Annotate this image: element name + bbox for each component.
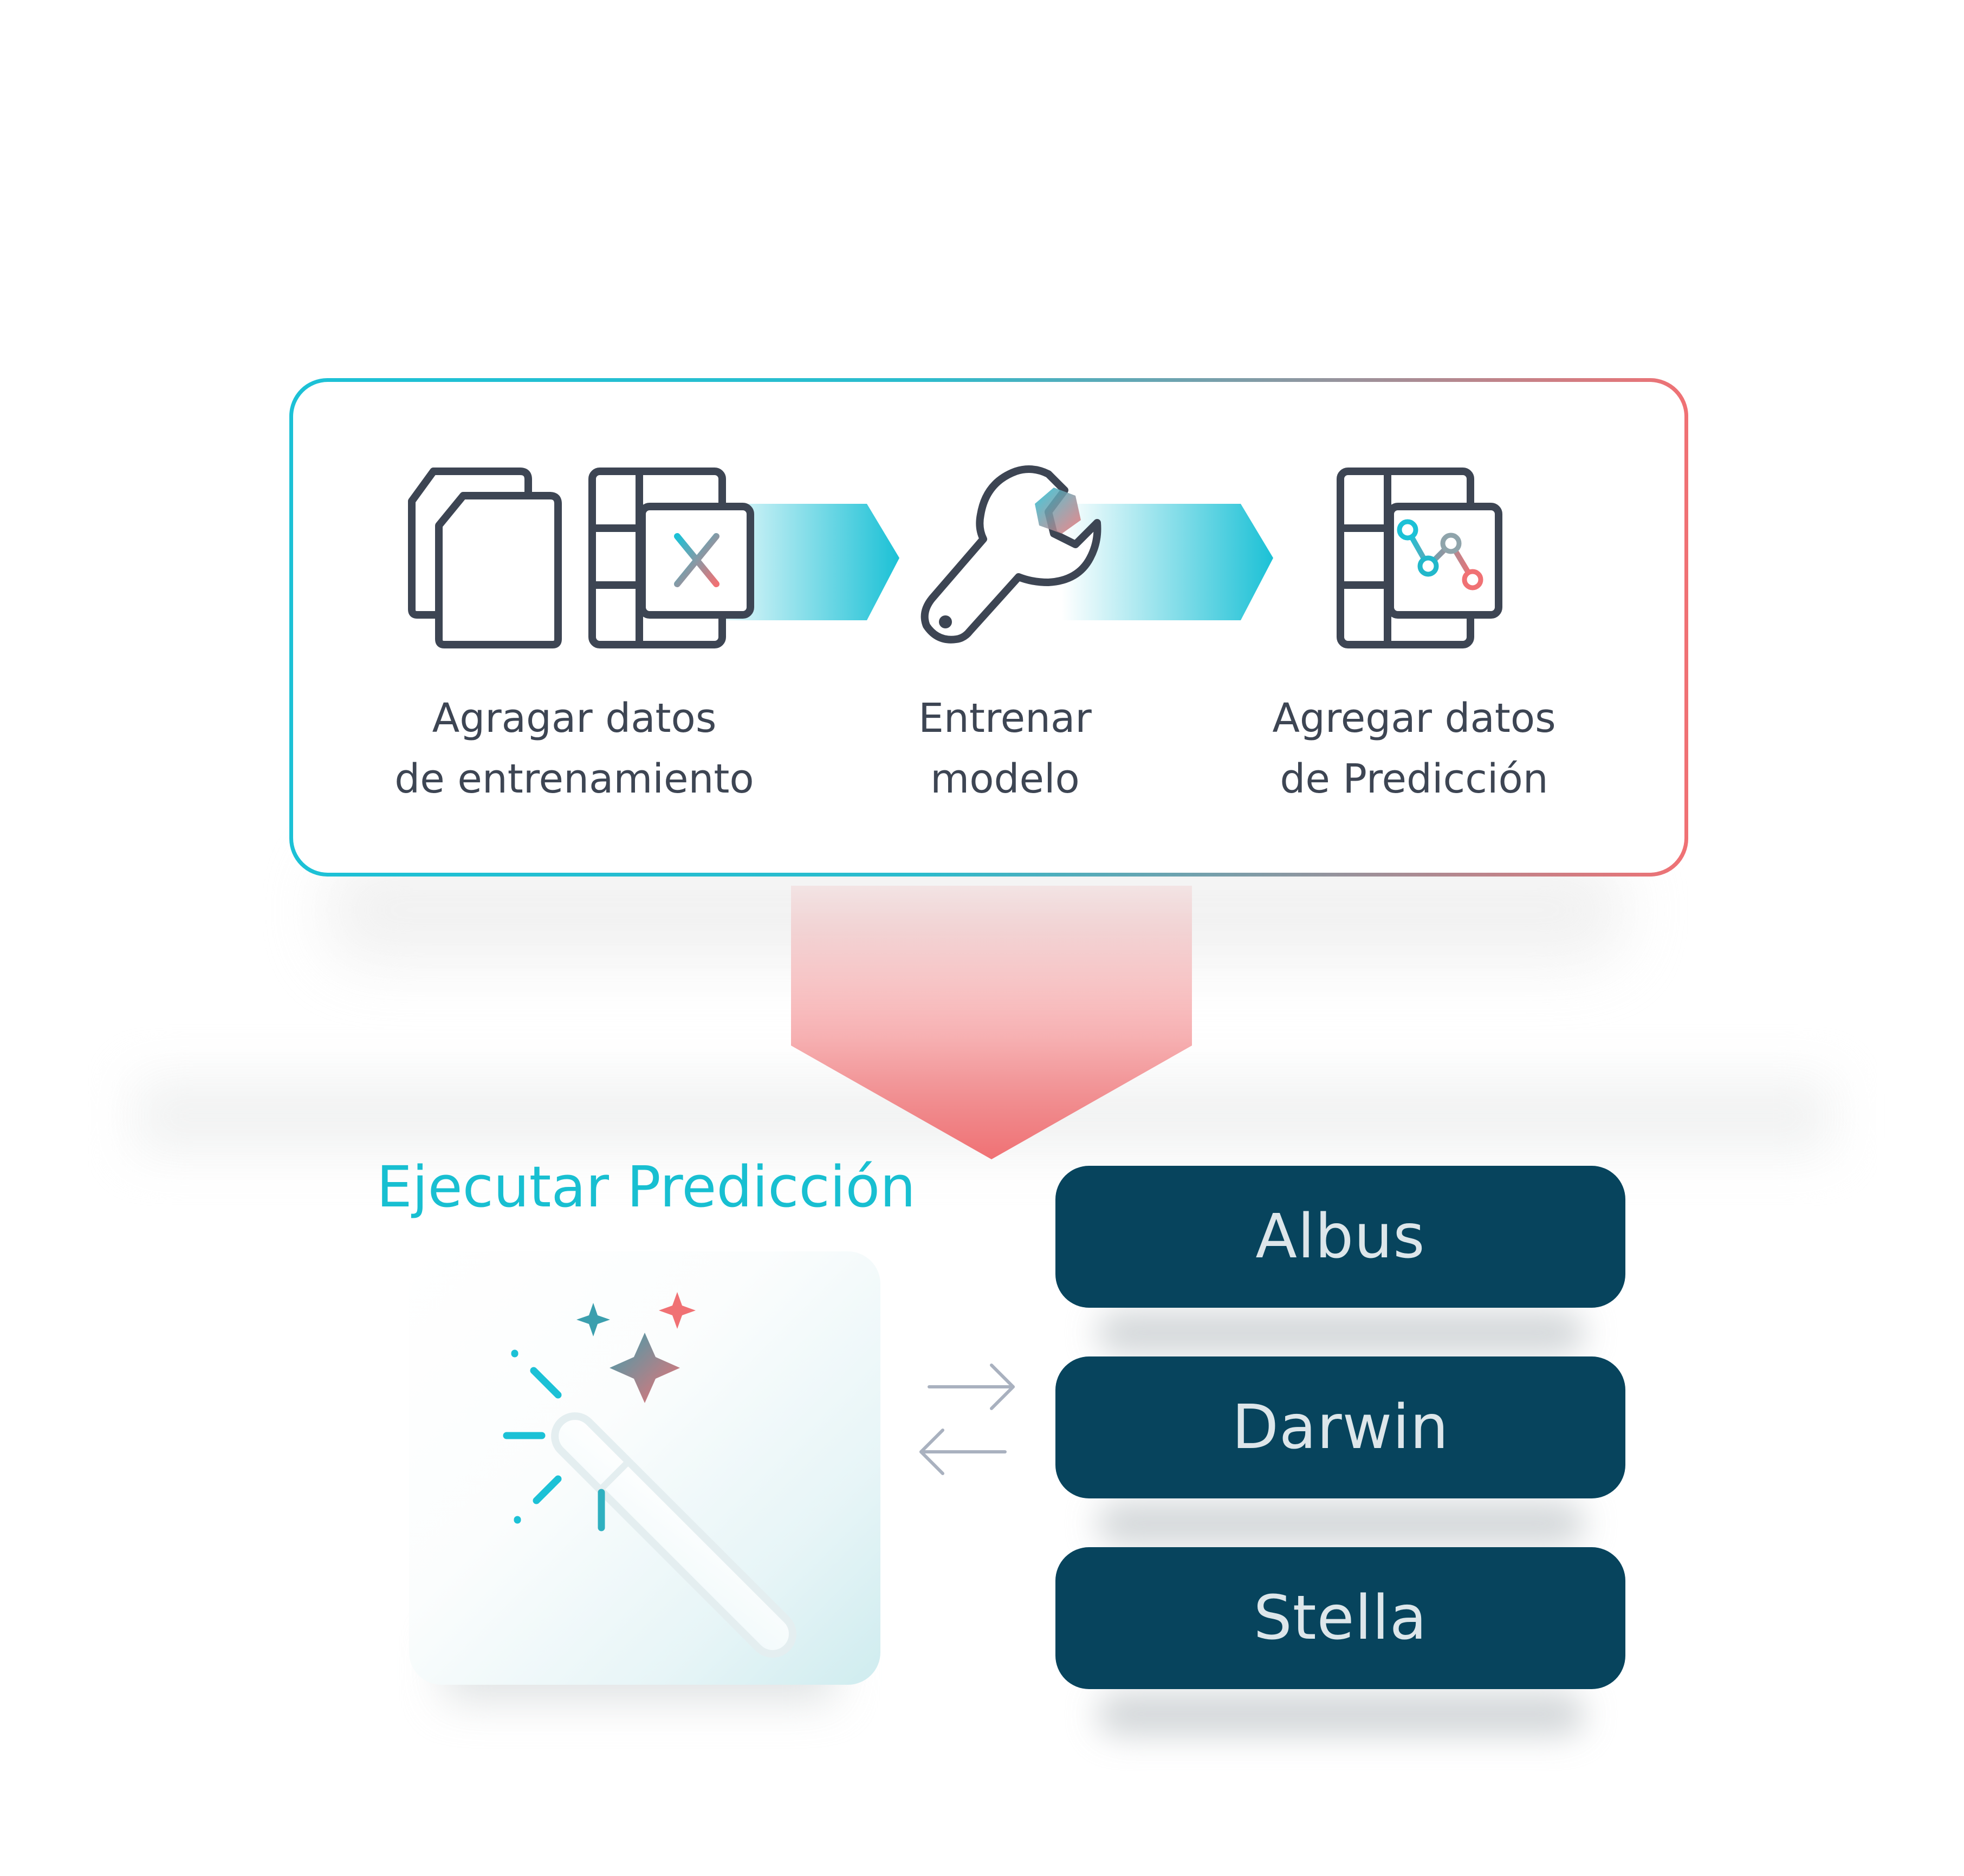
model-button-albus[interactable]: Albus [1055, 1166, 1625, 1308]
prediction-title: Ejecutar Predicción [377, 1154, 916, 1220]
step-label-training-line1: Agragar datos [432, 695, 717, 742]
step-label-train-model-line2: modelo [930, 756, 1080, 802]
model-button-stella[interactable]: Stella [1055, 1547, 1625, 1689]
step-label-prediction-data: Agregar datos de Predicción [1224, 688, 1604, 809]
step-label-prediction-data-line1: Agregar datos [1272, 695, 1556, 742]
model-shadow-1 [1097, 1311, 1585, 1354]
wrench-icon [921, 465, 1101, 644]
model-button-darwin[interactable]: Darwin [1055, 1356, 1625, 1498]
step-label-train-model: Entrenar modelo [845, 688, 1165, 809]
flow-arrow-2 [1062, 504, 1273, 620]
model-shadow-2 [1097, 1502, 1585, 1545]
spreadsheet-chart-icon [1337, 468, 1502, 648]
run-prediction-card[interactable] [409, 1251, 880, 1685]
step-label-prediction-data-line2: de Predicción [1280, 756, 1548, 802]
step-label-training-line2: de entrenamiento [394, 756, 754, 802]
step-label-train-model-line1: Entrenar [918, 695, 1092, 742]
documents-icon [408, 468, 562, 648]
model-shadow-3 [1097, 1692, 1585, 1736]
spreadsheet-x-icon [588, 468, 754, 648]
step-label-training: Agragar datos de entrenamiento [374, 688, 775, 809]
